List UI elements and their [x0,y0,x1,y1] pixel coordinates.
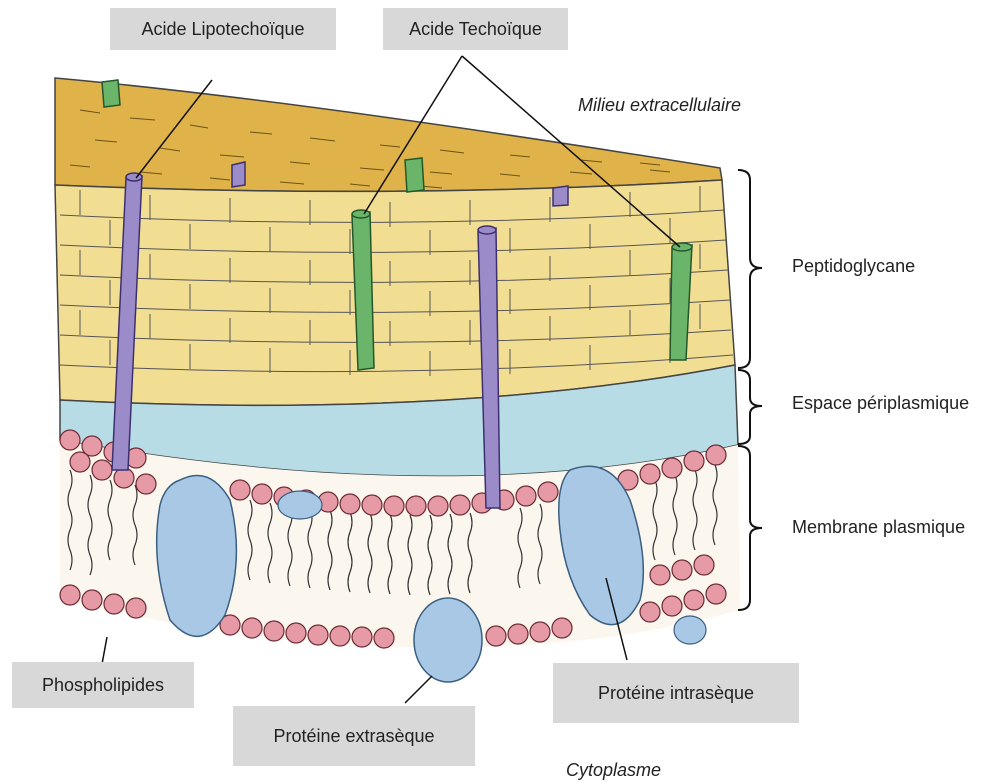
label-peptidoglycan: Peptidoglycane [792,256,915,277]
label-extrinsic-protein: Protéine extrasèque [233,706,475,766]
transmembrane-protein-left [157,476,237,637]
label-cytoplasm: Cytoplasme [566,760,661,781]
label-phospholipids: Phospholipides [12,662,194,708]
label-periplasmic-space: Espace périplasmique [792,393,969,414]
label-lipoteichoic-acid: Acide Lipotechoïque [110,8,336,50]
label-teichoic-acid: Acide Techoïque [383,8,568,50]
extrinsic-protein [414,598,482,682]
label-intrinsic-protein: Protéine intrasèque [553,663,799,723]
small-protein [278,491,322,519]
small-protein-right [674,616,706,644]
label-extracellular: Milieu extracellulaire [578,95,741,116]
label-plasma-membrane: Membrane plasmique [792,517,965,538]
brackets [738,170,762,610]
